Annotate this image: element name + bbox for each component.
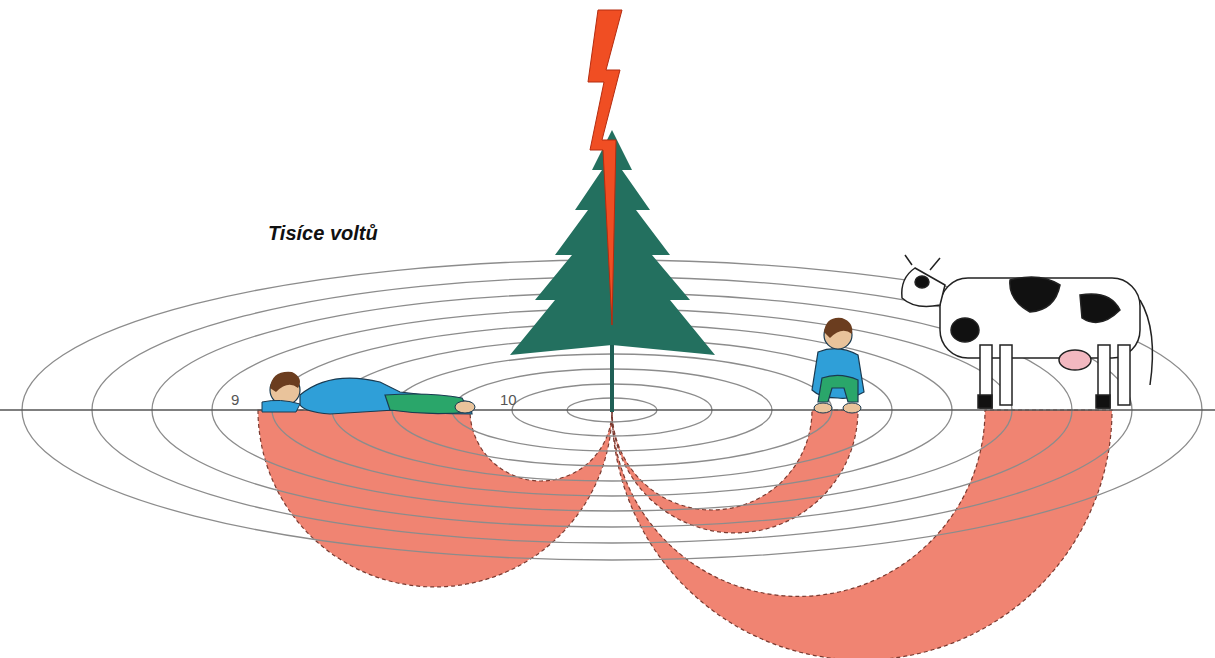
lying-person <box>262 372 475 414</box>
person-foot <box>814 403 832 413</box>
ground-line <box>0 409 1215 411</box>
person-shirt <box>300 378 472 414</box>
potential-number: 9 <box>231 392 239 409</box>
cow-hoof <box>978 395 992 408</box>
cow-hoof <box>1096 395 1110 408</box>
person-trousers <box>818 375 858 402</box>
cow-head <box>902 268 945 306</box>
equipotential-ellipse <box>272 324 952 496</box>
speech-bubble <box>255 214 431 283</box>
cow-spot <box>951 318 979 342</box>
person-hair <box>824 318 852 338</box>
warning-label: Tisíce voltů <box>268 222 378 244</box>
cow-leg <box>1000 345 1012 405</box>
potential-number: 10 <box>500 392 517 409</box>
crouching-person <box>812 318 864 413</box>
cow-leg <box>1118 345 1130 405</box>
cow <box>902 255 1153 408</box>
cow-horns <box>905 255 940 270</box>
cow-spot <box>1010 277 1060 312</box>
person-feet <box>455 401 475 413</box>
cow-tail <box>1140 300 1152 385</box>
person-foot <box>843 403 861 413</box>
person-arm <box>262 400 300 412</box>
cow-udder <box>1059 350 1091 370</box>
cow-spot <box>1080 294 1120 323</box>
cow-spot <box>915 276 929 288</box>
lightning-bolt <box>588 10 622 325</box>
person-hair <box>270 372 300 392</box>
cow-region <box>612 410 1112 658</box>
